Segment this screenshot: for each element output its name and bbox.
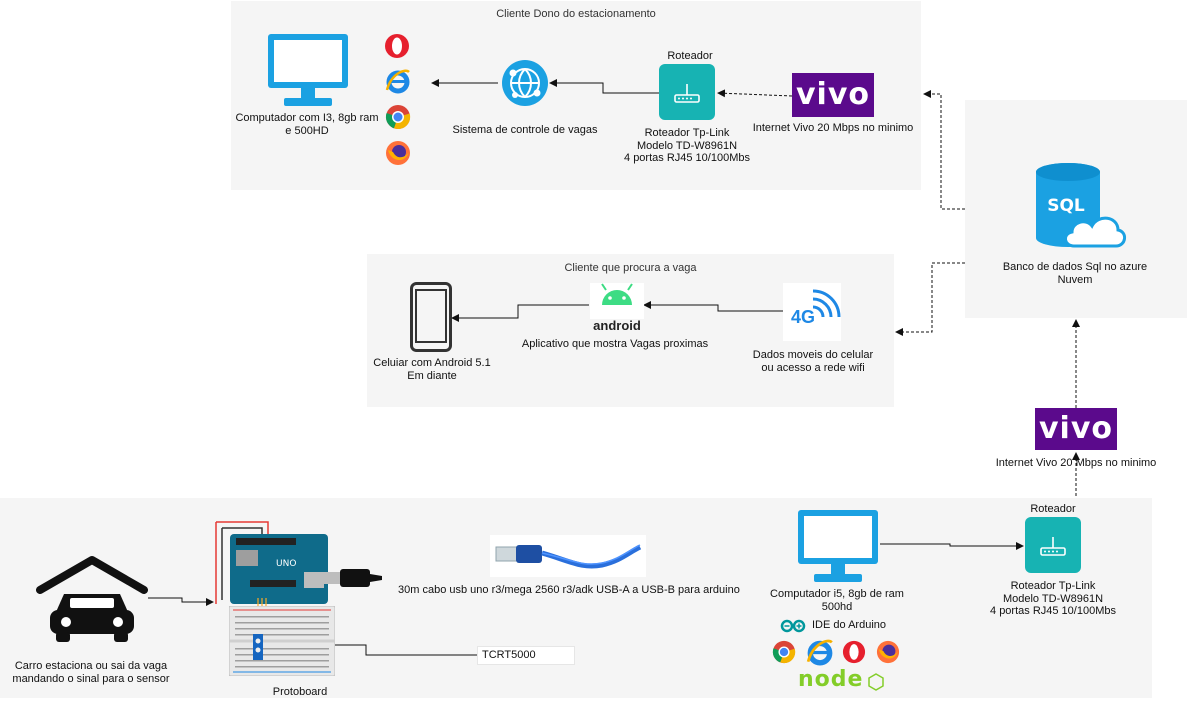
edge-db-to-seeker <box>895 262 965 336</box>
web-globe-icon <box>502 60 548 106</box>
protoboard-icon <box>229 606 335 676</box>
opera-icon <box>842 640 866 664</box>
edge-car-to-arduino <box>148 597 214 606</box>
4g-badge: 4G <box>791 307 816 327</box>
opera-icon <box>385 34 409 58</box>
sql-logo-text: SQL <box>1047 196 1085 216</box>
owner-panel-title: Cliente Dono do estacionamento <box>496 8 656 20</box>
seeker-panel-title: Cliente que procura a vaga <box>564 262 697 274</box>
nodejs-hex-icon <box>868 673 884 691</box>
sensor-router-title: Roteador <box>1030 503 1076 515</box>
protoboard-label: Protoboard <box>272 686 328 698</box>
vivo-logo-right: vivo <box>1035 408 1117 450</box>
app-label: Aplicativo que mostra Vagas proximas <box>521 338 709 350</box>
nodejs-wordmark: node <box>798 667 864 692</box>
chrome-icon <box>772 640 796 664</box>
car-garage-icon <box>36 556 148 642</box>
internet-explorer-icon <box>806 639 833 666</box>
owner-computer-label: Computador com I3, 8gb ram e 500HD <box>235 112 379 137</box>
vivo-logo: vivo <box>792 73 874 117</box>
arduino-ide-label: IDE do Arduino <box>812 619 886 631</box>
router-icon <box>1025 517 1081 573</box>
svg-text:UNO: UNO <box>276 559 296 569</box>
tcrt-sensor-label: TCRT5000 <box>477 646 575 665</box>
sql-database-icon <box>1036 163 1126 248</box>
android-icon <box>590 283 644 319</box>
owner-router-title: Roteador <box>667 50 713 62</box>
edge-data-to-app <box>643 301 783 312</box>
monitor-icon <box>798 510 878 582</box>
edge-db-to-owner <box>923 90 965 210</box>
firefox-icon <box>876 640 900 664</box>
sensor-computer-label: Computador i5, 8gb de ram 500hd <box>770 588 904 613</box>
usb-cable-icon <box>490 535 646 577</box>
4g-network-icon: 4G <box>783 283 841 341</box>
sensor-router-label: Roteador Tp-Link Modelo TD-W8961N 4 port… <box>990 580 1116 617</box>
internet-explorer-icon <box>385 69 410 94</box>
usb-plug-icon <box>322 569 382 587</box>
database-label: Banco de dados Sql no azure Nuvem <box>1002 261 1148 286</box>
usb-cable-label: 30m cabo usb uno r3/mega 2560 r3/adk USB… <box>398 584 740 596</box>
router-icon <box>659 64 715 120</box>
owner-router-label: Roteador Tp-Link Modelo TD-W8961N 4 port… <box>624 127 750 164</box>
mobile-data-label: Dados moveis do celular ou acesso a rede… <box>752 349 874 374</box>
edge-internet-to-router <box>717 89 793 98</box>
arduino-ide-icon <box>780 619 806 633</box>
firefox-icon <box>386 141 410 165</box>
monitor-icon <box>268 34 348 106</box>
edge-computer-to-router <box>880 542 1024 550</box>
phone-label: Celuiar com Android 5.1 Em diante <box>373 357 491 382</box>
system-label: Sistema de controle de vagas <box>452 124 598 136</box>
phone-icon <box>410 282 452 352</box>
owner-internet-label: Internet Vivo 20 Mbps no minimo <box>752 122 914 134</box>
chrome-icon <box>385 105 411 130</box>
nodejs-logo: node <box>798 667 884 693</box>
arduino-board-icon: UNO <box>215 521 328 612</box>
sensor-panel <box>0 498 1152 698</box>
android-wordmark: android <box>593 318 641 333</box>
edge-router-to-system <box>549 79 659 94</box>
edge-app-to-phone <box>451 304 589 322</box>
right-internet-label: Internet Vivo 20 Mbps no minimo <box>995 457 1157 469</box>
car-label: Carro estaciona ou sai da vaga mandando … <box>12 660 170 685</box>
